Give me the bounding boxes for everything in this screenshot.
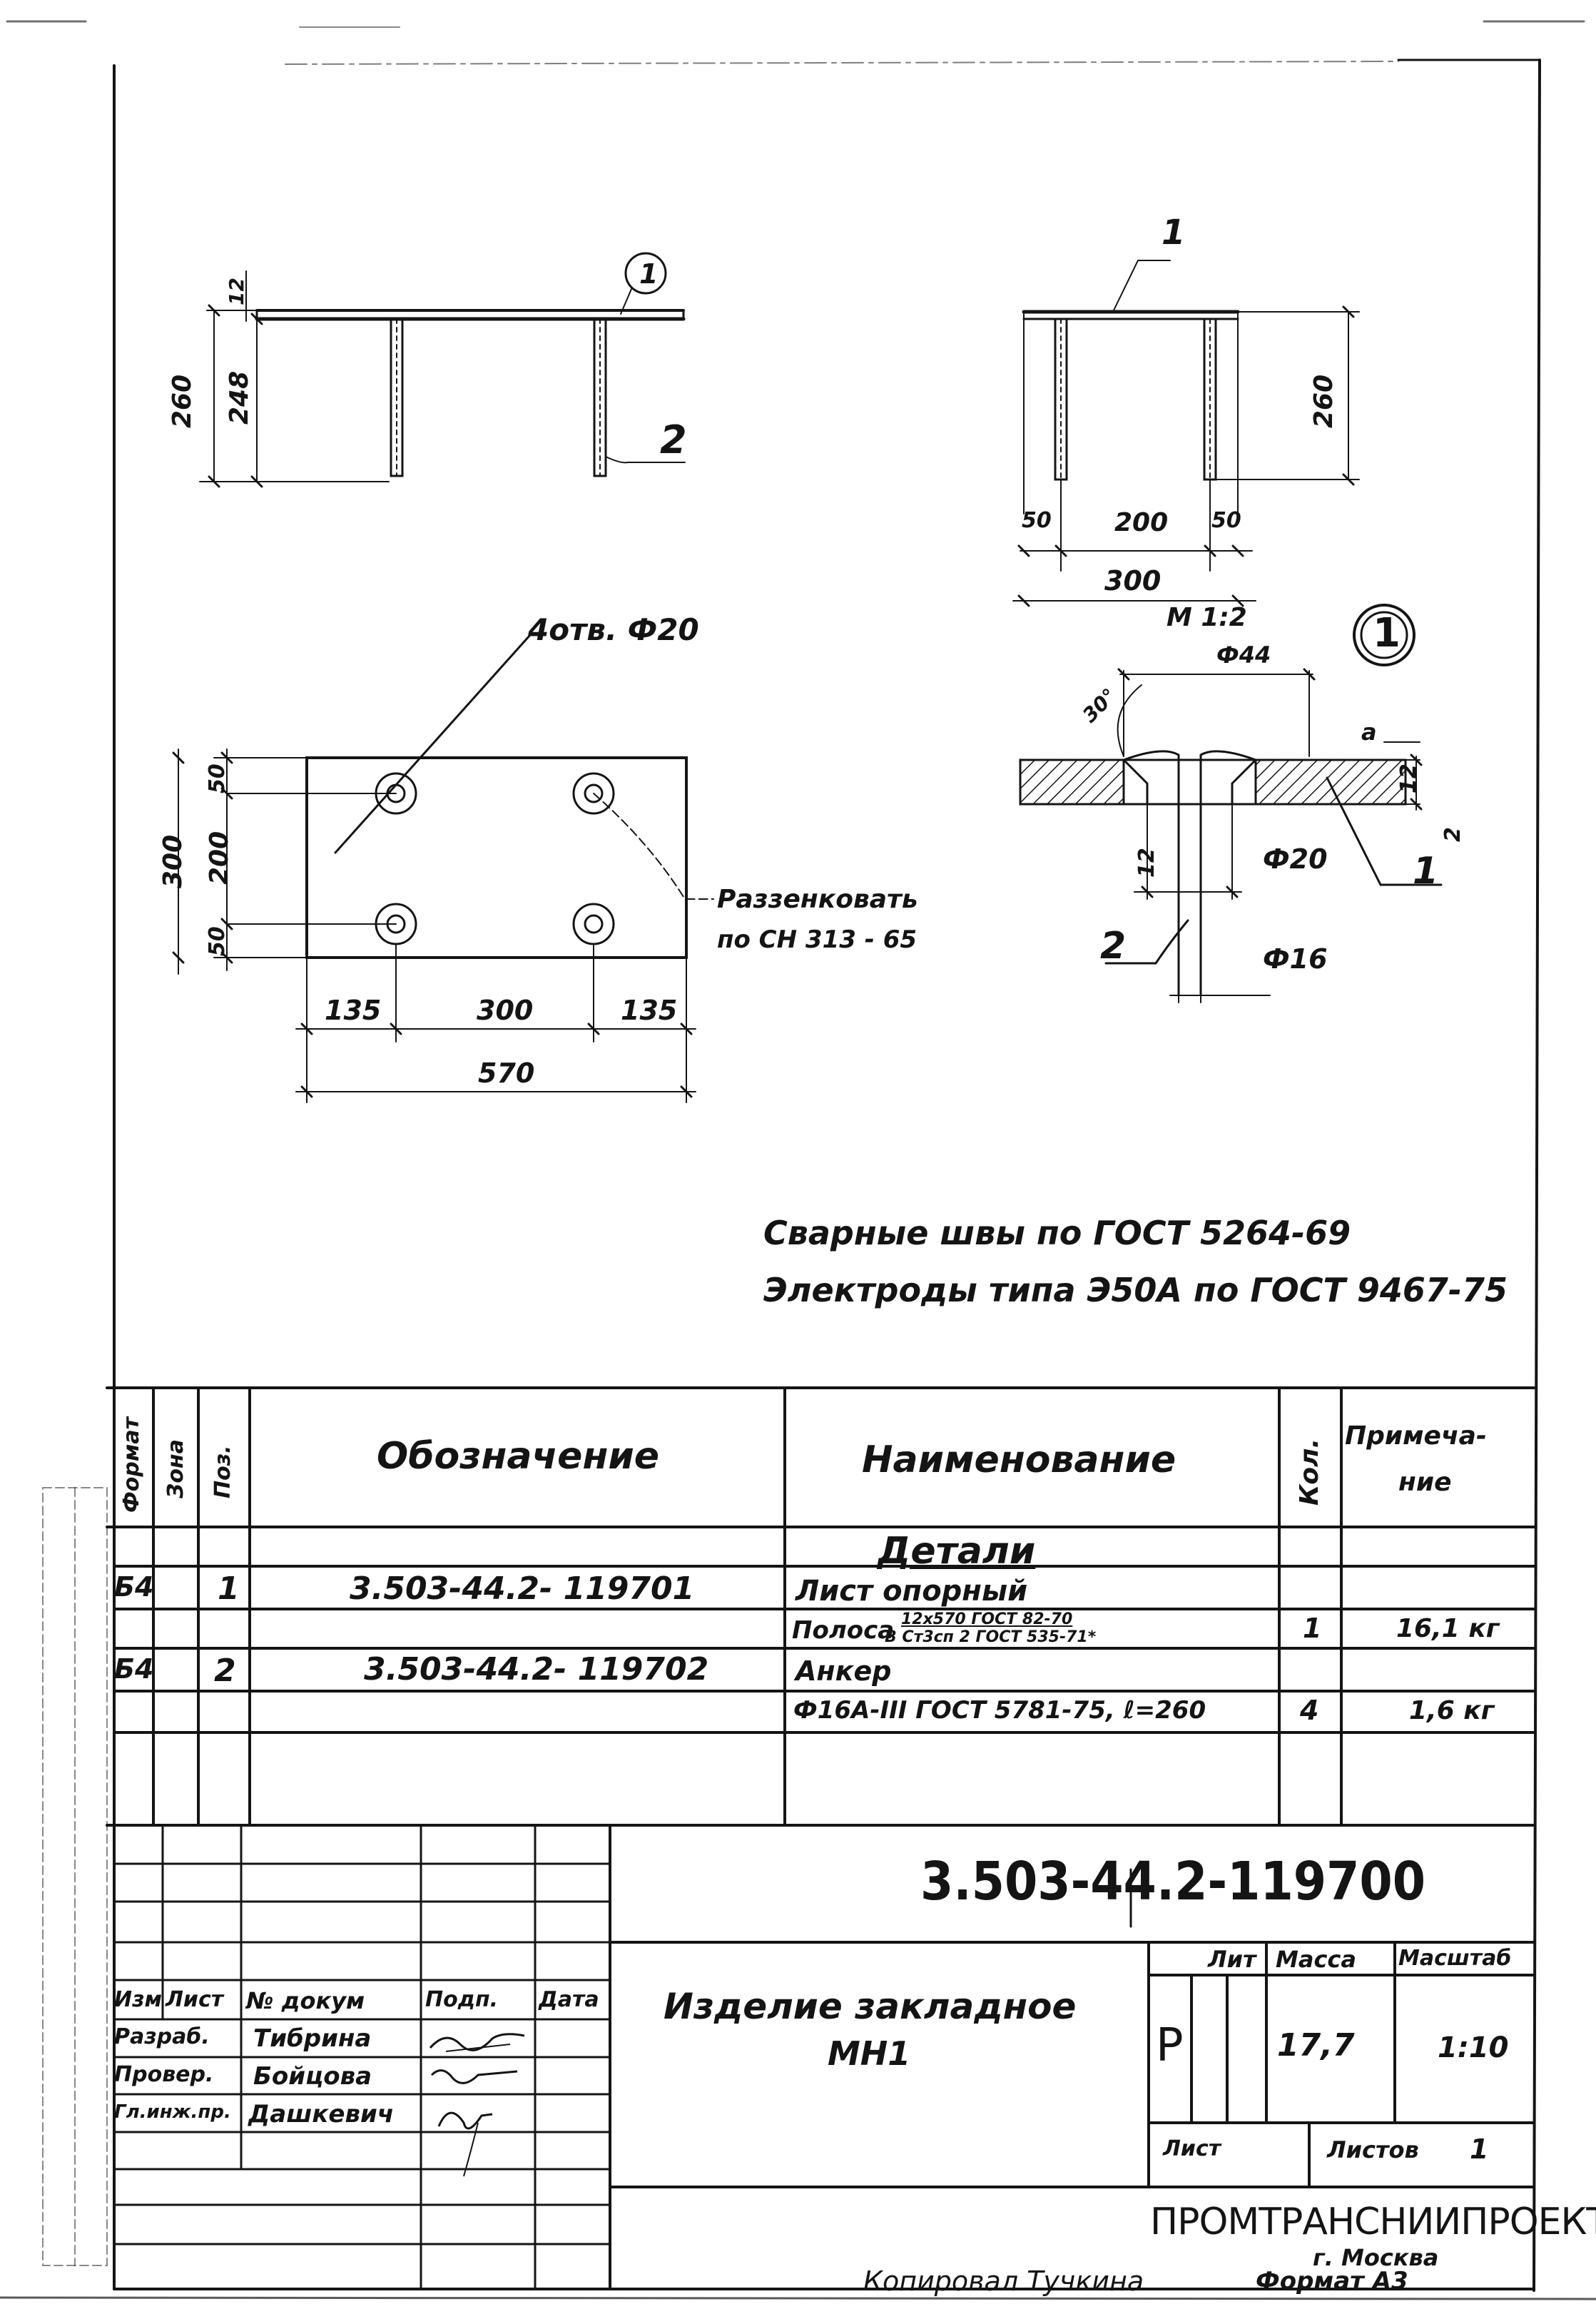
signature-developer [429, 2033, 525, 2052]
staff-role-checker: Провер. [114, 2062, 214, 2087]
row3-name: Анкер [796, 1655, 892, 1687]
staff-name-chief: Дашкевич [248, 2100, 395, 2128]
stage-value: Р [1156, 2019, 1184, 2072]
dim-view2-260: 260 [1309, 374, 1338, 428]
header-qty: Кол. [1295, 1438, 1324, 1506]
countersink-label-2: по СН 313 - 65 [717, 925, 918, 954]
mass-header: Масса [1276, 1946, 1356, 1973]
dim-view3-135-left: 135 [325, 995, 382, 1026]
roles-header-sign: Подп. [425, 1987, 499, 2012]
header-note-2: ние [1398, 1468, 1452, 1497]
sheet-label: Лист [1163, 2136, 1221, 2161]
dim-view2-200: 200 [1114, 508, 1169, 537]
dim-view3-50-top: 50 [205, 763, 230, 793]
detail-dim-thickness: 12 [1396, 763, 1421, 793]
mass-value: 17,7 [1277, 2027, 1355, 2064]
dim-view3-570: 570 [478, 1057, 535, 1089]
row2-name-bottom: В Ст3сп 2 ГОСТ 535-71* [885, 1628, 1097, 1646]
sheets-label: Листов [1327, 2136, 1419, 2163]
detail-callout-number: 1 [1373, 610, 1401, 656]
dim-view1-248: 248 [225, 370, 254, 425]
copied-by: Копировал Тучкина [863, 2265, 1144, 2297]
roles-header-doc: № докум [246, 1987, 365, 2014]
staff-role-chief: Гл.инж.пр. [114, 2101, 231, 2123]
row1-designation: 3.503-44.2- 119701 [350, 1570, 695, 1607]
row1-format: Б4 [114, 1571, 154, 1603]
dim-view2-300: 300 [1104, 565, 1162, 597]
dim-view3-200: 200 [205, 831, 234, 885]
detail-position-2: 2 [1100, 925, 1127, 968]
sheet-format: Формат А3 [1256, 2267, 1408, 2295]
section-details: Детали [878, 1530, 1036, 1573]
organization-name: ПРОМТРАНСНИИПРОЕКТ [1150, 2201, 1596, 2243]
detail-dim-hole: Ф20 [1263, 843, 1328, 875]
row3-format: Б4 [114, 1653, 154, 1685]
scale-header: Масштаб [1398, 1946, 1512, 1971]
staff-name-developer: Тибрина [253, 2024, 372, 2053]
note-electrodes: Электроды типа Э50А по ГОСТ 9467-75 [763, 1271, 1508, 1309]
detail-dim-bar: Ф16 [1263, 943, 1328, 975]
row2-qty: 1 [1303, 1613, 1322, 1644]
position-2-label: 2 [660, 417, 687, 462]
dim-view1-260: 260 [168, 374, 197, 428]
dim-view1-12: 12 [225, 278, 248, 305]
header-note-1: Примеча- [1345, 1421, 1487, 1451]
dim-view2-50-right: 50 [1211, 508, 1241, 533]
row4-note: 1,6 кг [1409, 1696, 1495, 1725]
detail-dim-leg: 2 [1440, 827, 1465, 842]
roles-header-sheet: Лист [166, 1987, 224, 2012]
item-name-line-2: МН1 [828, 2034, 911, 2073]
detail-dim-12: 12 [1134, 848, 1159, 878]
header-name: Наименование [862, 1438, 1176, 1481]
document-number: 3.503-44.2-119700 [920, 1851, 1426, 1912]
position-1-label-side: 1 [1162, 213, 1186, 253]
dim-view3-300-center: 300 [477, 995, 534, 1026]
row3-designation: 3.503-44.2- 119702 [364, 1651, 709, 1688]
row4-qty: 4 [1300, 1695, 1319, 1726]
organization-city: г. Москва [1313, 2244, 1439, 2271]
callout-detail-number: 1 [639, 258, 659, 290]
holes-label: 4отв. Ф20 [528, 612, 699, 647]
stage-header: Лит [1208, 1946, 1256, 1973]
sheets-count: 1 [1470, 2133, 1489, 2165]
dim-view3-50-bottom: 50 [205, 926, 230, 956]
detail-scale: М 1:2 [1166, 603, 1247, 632]
staff-role-developer: Разраб. [114, 2024, 210, 2049]
signature-checker [430, 2069, 518, 2084]
header-designation: Обозначение [377, 1435, 660, 1478]
dim-view3-300: 300 [158, 834, 188, 888]
detail-dim-a: а [1361, 719, 1377, 746]
roles-header-rev: Изм [114, 1987, 163, 2012]
header-zone: Зона [163, 1439, 188, 1498]
row1-pos: 1 [218, 1570, 240, 1607]
row3-pos: 2 [214, 1653, 236, 1689]
item-name-line-1: Изделие закладное [664, 1986, 1077, 2027]
row1-name: Лист опорный [796, 1575, 1028, 1608]
row2-note: 16,1 кг [1396, 1614, 1500, 1643]
roles-header-date: Дата [539, 1987, 599, 2012]
row2-name-top: 12х570 ГОСТ 82-70 [901, 1610, 1073, 1628]
scale-value: 1:10 [1438, 2031, 1509, 2064]
countersink-label-1: Раззенковать [717, 885, 918, 914]
row4-name: Ф16А-III ГОСТ 5781-75, ℓ=260 [793, 1696, 1206, 1725]
header-pos: Поз. [210, 1445, 235, 1498]
dim-view3-135-right: 135 [621, 995, 678, 1026]
header-format: Формат [119, 1417, 144, 1513]
row2-name: Полоса [792, 1616, 895, 1645]
detail-dim-44: Ф44 [1216, 641, 1271, 669]
signature-chief [437, 2111, 493, 2177]
staff-name-checker: Бойцова [253, 2062, 372, 2091]
detail-position-1: 1 [1413, 850, 1439, 893]
dim-view2-50-left: 50 [1022, 508, 1052, 533]
note-welds: Сварные швы по ГОСТ 5264-69 [763, 1214, 1351, 1252]
